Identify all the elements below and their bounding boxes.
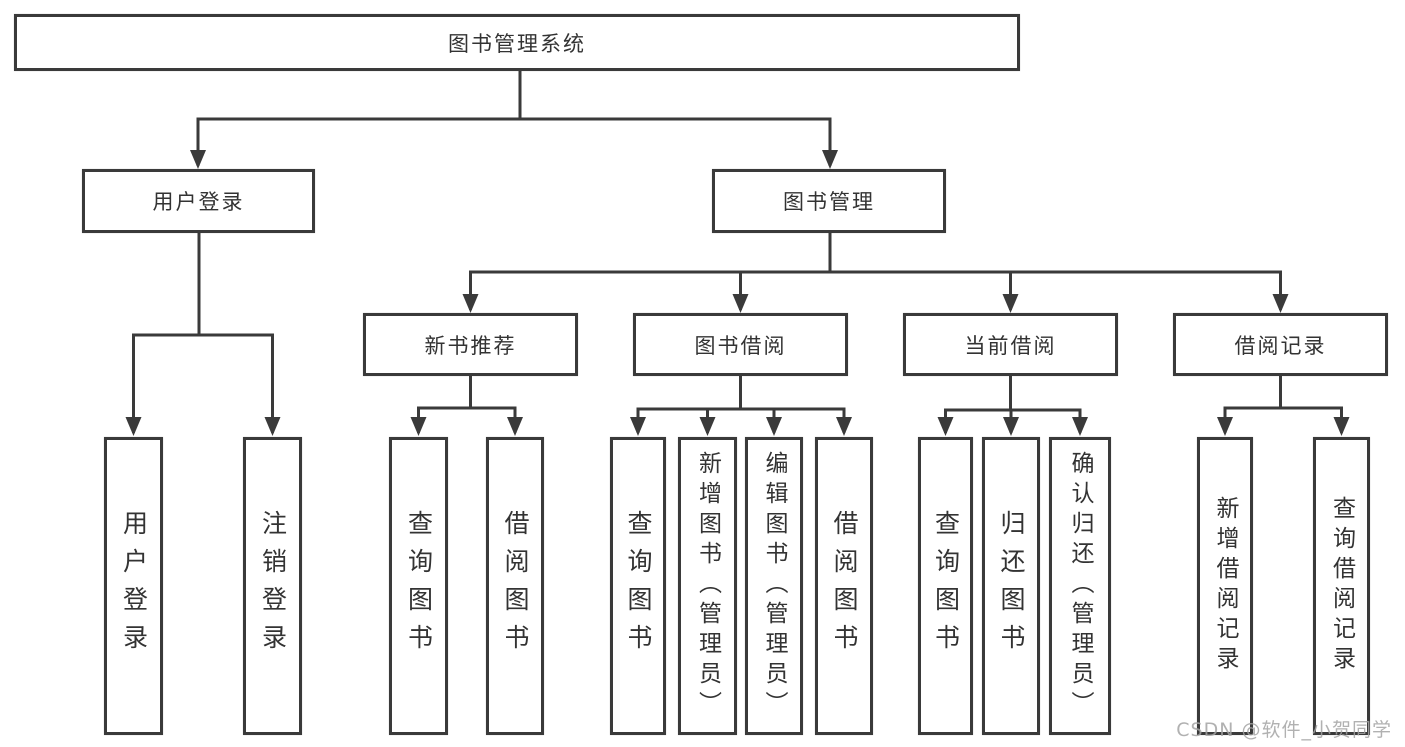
- node-book-borrow: 图书借阅: [633, 313, 848, 376]
- leaf-logout: 注销登录: [243, 437, 302, 735]
- leaf-add-books-admin: 新增图书（管理员）: [678, 437, 737, 735]
- leaf-confirm-return-admin: 确认归还（管理员）: [1049, 437, 1111, 735]
- node-book-management: 图书管理: [712, 169, 946, 233]
- leaf-add-borrow-record: 新增借阅记录: [1197, 437, 1253, 735]
- leaf-query-books-recommend: 查询图书: [389, 437, 448, 735]
- node-current-borrow: 当前借阅: [903, 313, 1118, 376]
- leaf-edit-books-admin: 编辑图书（管理员）: [745, 437, 803, 735]
- leaf-borrow-books-recommend: 借阅图书: [486, 437, 544, 735]
- leaf-query-books-borrow: 查询图书: [610, 437, 666, 735]
- node-borrow-records: 借阅记录: [1173, 313, 1388, 376]
- node-new-book-recommend: 新书推荐: [363, 313, 578, 376]
- edges-current-borrow: [937, 376, 1088, 436]
- edges-borrow-records: [1217, 376, 1350, 436]
- node-root: 图书管理系统: [14, 14, 1020, 71]
- edges-root-to-level2: [190, 71, 838, 169]
- leaf-query-borrow-record: 查询借阅记录: [1313, 437, 1370, 735]
- edges-user-login: [125, 233, 281, 436]
- leaf-borrow-books: 借阅图书: [815, 437, 873, 735]
- edges-book-borrow: [630, 376, 852, 436]
- leaf-user-login: 用户登录: [104, 437, 163, 735]
- leaf-return-books: 归还图书: [982, 437, 1040, 735]
- leaf-query-books-current: 查询图书: [918, 437, 973, 735]
- edges-book-management: [462, 233, 1289, 313]
- edges-new-book-recommend: [410, 376, 523, 436]
- node-user-login: 用户登录: [82, 169, 315, 233]
